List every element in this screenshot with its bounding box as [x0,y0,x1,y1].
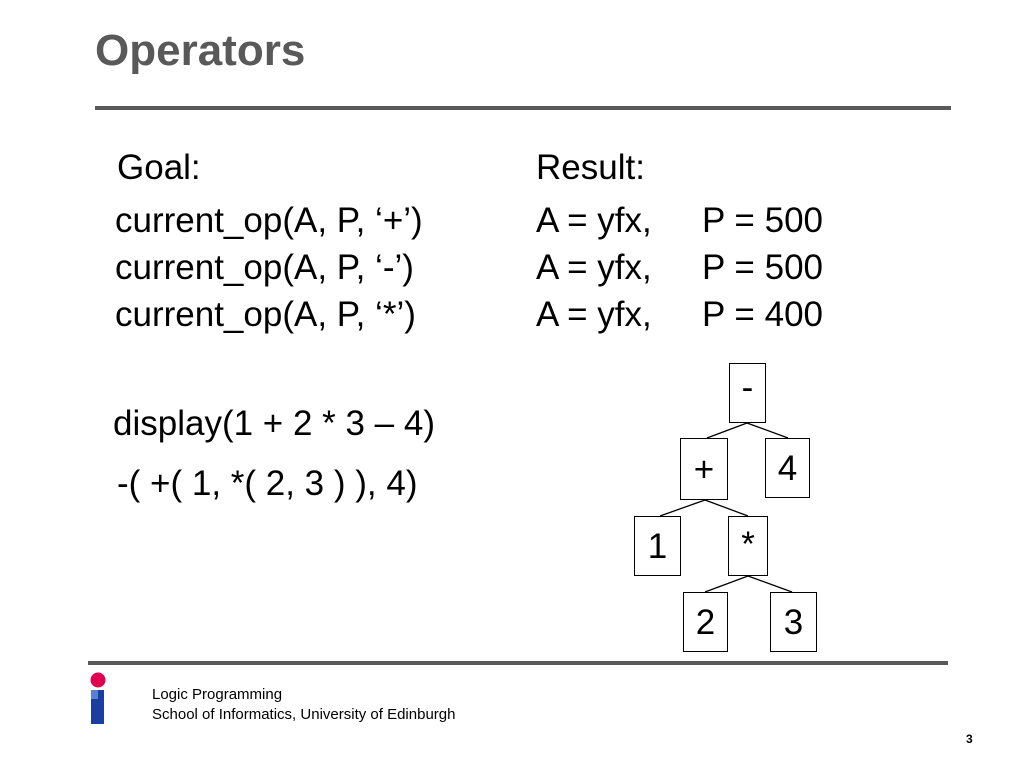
page-number: 3 [966,732,973,746]
tree-node-two: 2 [683,592,728,652]
edge-minus-four [746,422,789,439]
tree-node-four: 4 [765,438,810,498]
edge-minus-plus [706,422,748,439]
result-row-plus-prec: P = 500 [702,201,823,240]
tree-node-minus: - [729,363,766,423]
goal-header: Goal: [117,148,201,187]
result-row-plus-assoc: A = yfx, [536,201,652,240]
tree-node-two-label: 2 [695,602,716,642]
footer-course: Logic Programming [152,686,283,703]
tree-node-three: 3 [770,592,817,652]
display-query: display(1 + 2 * 3 – 4) [113,404,435,443]
edge-times-three [747,575,793,593]
title-divider [95,106,951,110]
tree-node-times: * [728,516,768,576]
university-logo-icon [90,672,106,724]
result-row-times-assoc: A = yfx, [536,295,652,334]
tree-node-three-label: 3 [783,602,804,642]
result-row-times-prec: P = 400 [702,295,823,334]
display-output: -( +( 1, *( 2, 3 ) ), 4) [117,464,418,503]
slide-title: Operators [95,26,306,75]
result-row-minus-prec: P = 500 [702,248,823,287]
tree-node-one: 1 [634,516,681,576]
edge-plus-times [704,499,749,517]
tree-node-plus: + [680,438,728,500]
footer-school: School of Informatics, University of Edi… [152,706,456,723]
goal-row-minus: current_op(A, P, ‘-’) [115,248,414,287]
edge-plus-one [659,499,706,517]
tree-node-plus-label: + [693,449,715,489]
tree-node-times-label: * [741,525,755,564]
tree-node-four-label: 4 [777,449,798,488]
goal-row-plus: current_op(A, P, ‘+’) [115,201,423,240]
result-row-minus-assoc: A = yfx, [536,248,652,287]
tree-node-one-label: 1 [647,526,668,566]
result-header: Result: [536,148,645,187]
tree-node-minus-label: - [741,368,754,407]
footer-divider [88,661,948,665]
goal-row-times: current_op(A, P, ‘*’) [115,295,416,334]
edge-times-two [704,575,749,593]
